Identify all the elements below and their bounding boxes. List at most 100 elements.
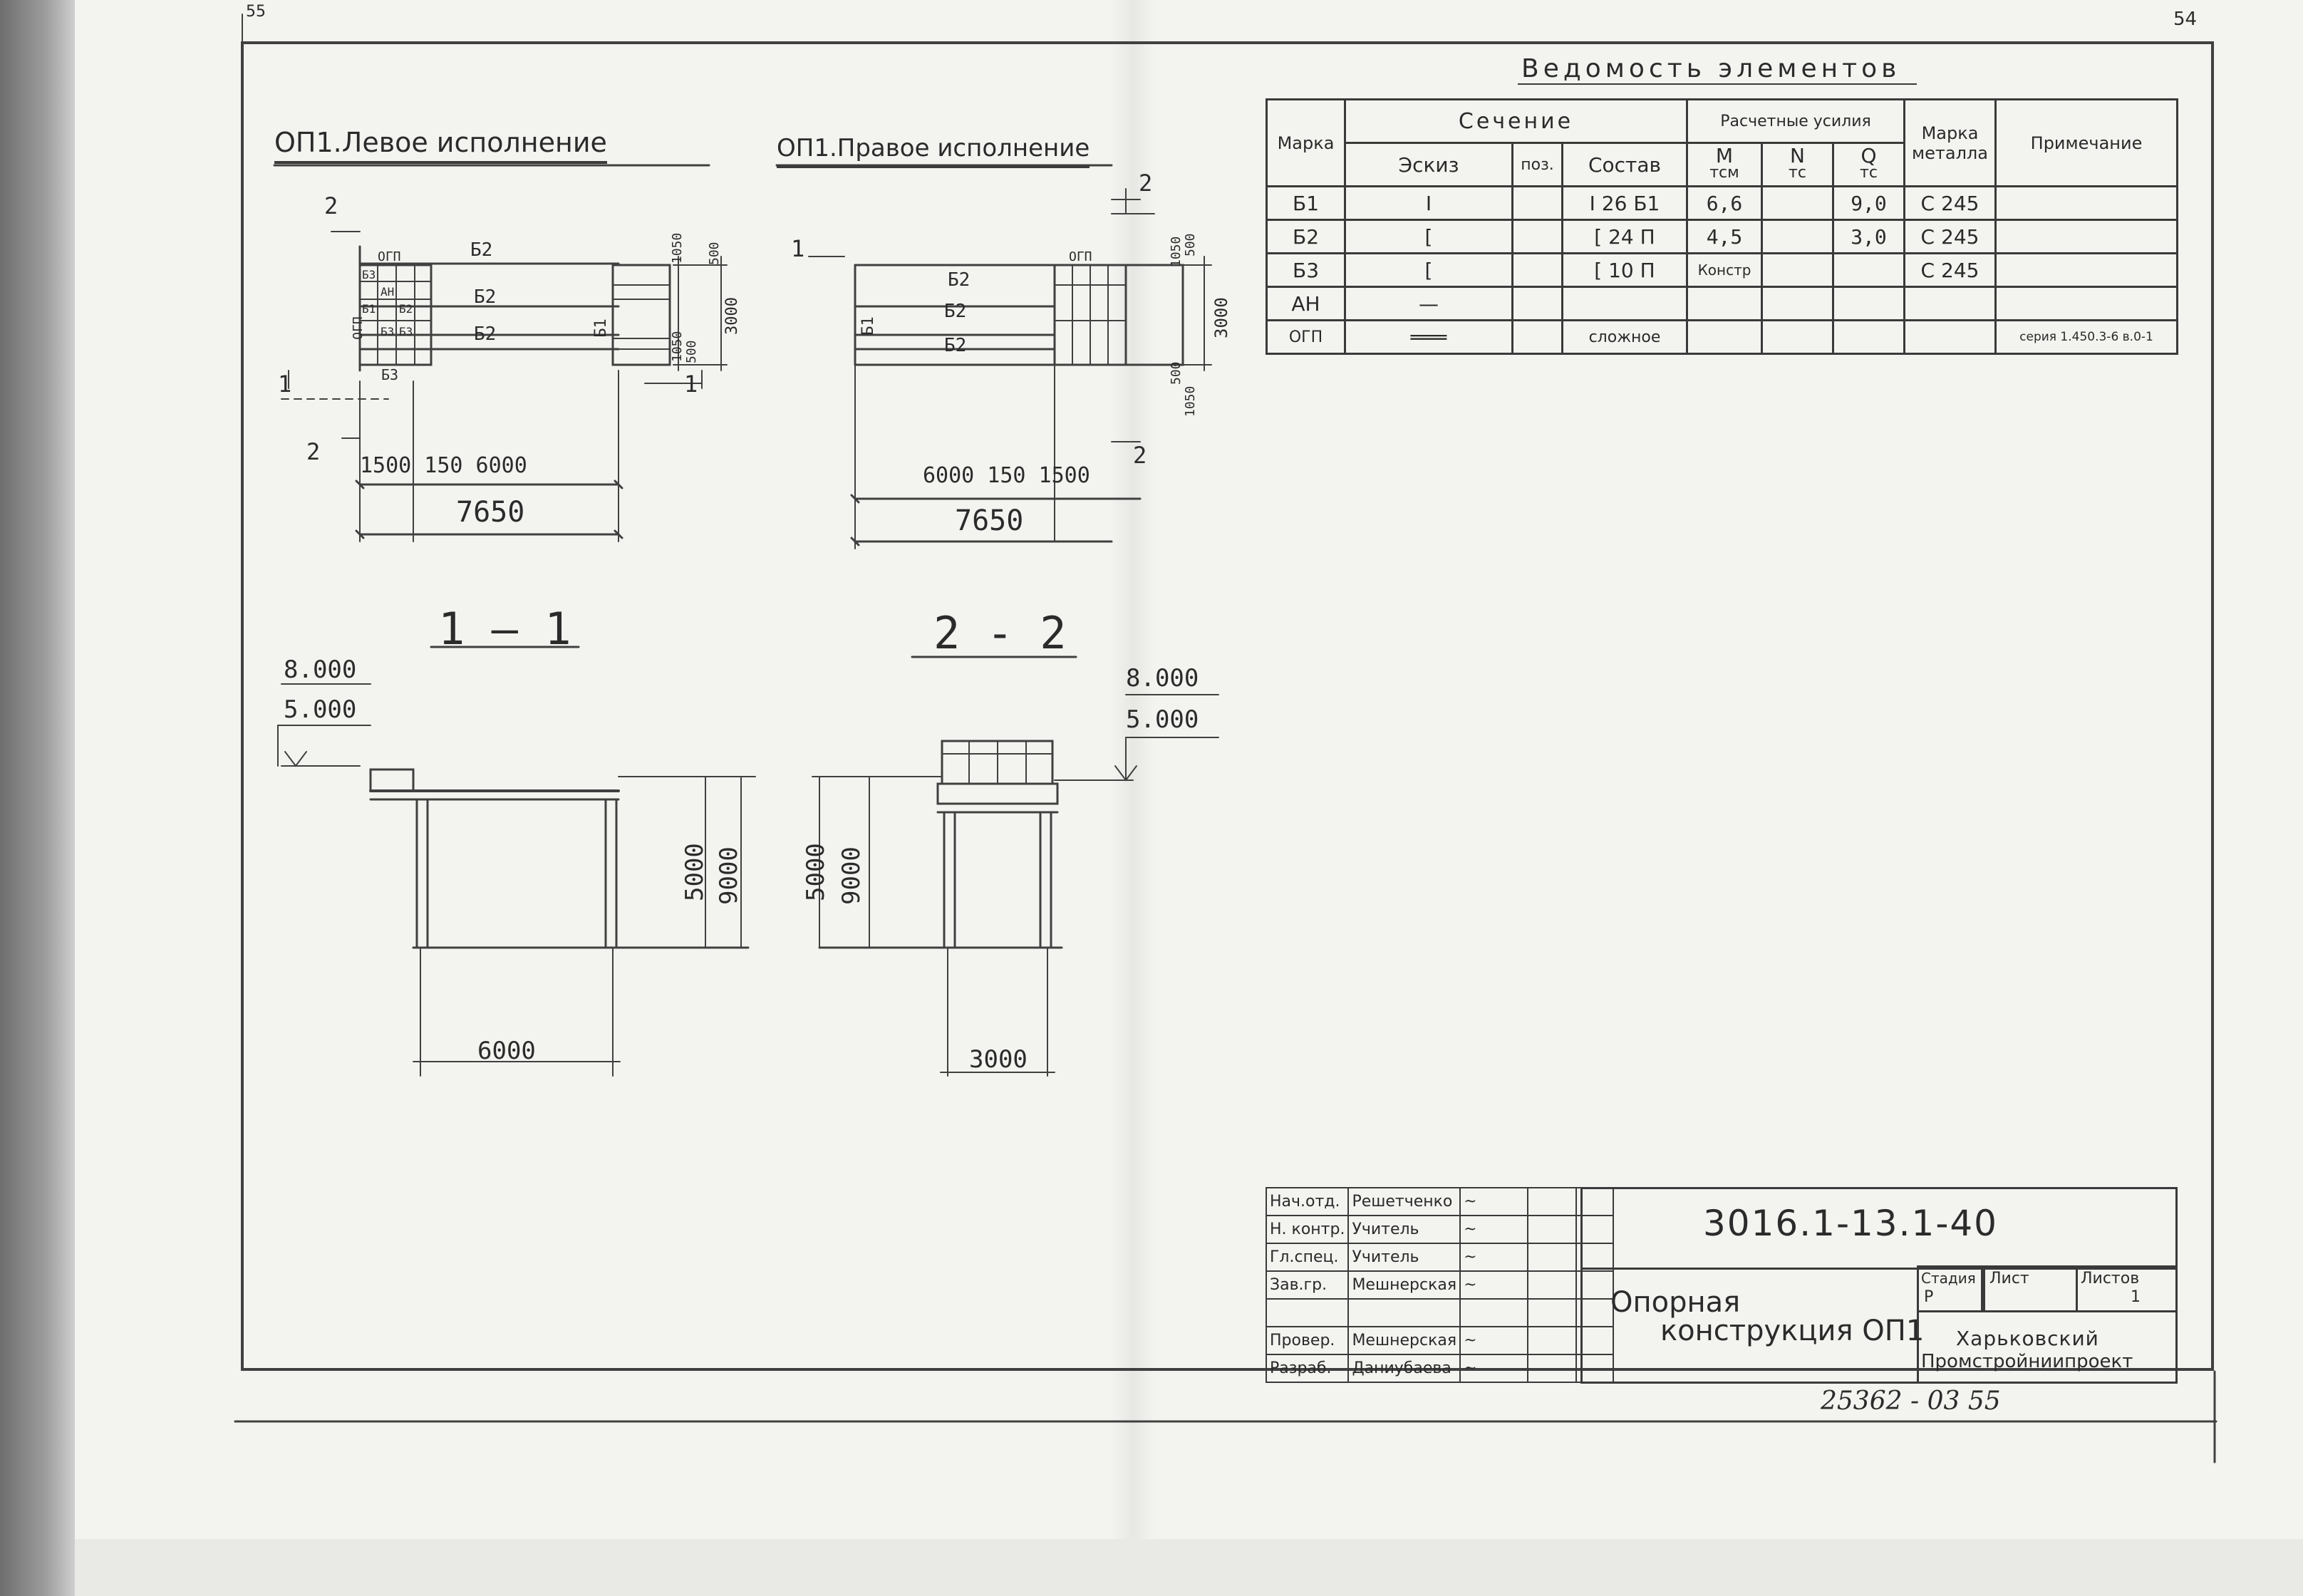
left-cut-1-right: 1 (684, 370, 698, 398)
cell-poz (1511, 185, 1563, 221)
signature: ~ (1459, 1187, 1529, 1216)
sign-role: Зав.гр. (1265, 1270, 1350, 1300)
right-b2-bot: Б2 (944, 335, 967, 356)
org-name-2: Промстройниипроект (1921, 1351, 2133, 1372)
left-dim-r3: 500 (684, 340, 699, 363)
table-row: Б1 I I 26 Б1 6,6 9,0 С 245 (1266, 185, 2178, 221)
s22-dim-3000: 3000 (969, 1045, 1028, 1074)
header-m-symbol: M (1715, 144, 1734, 167)
sign-role (1265, 1298, 1350, 1327)
left-dim-bottom: 1500 150 6000 (360, 453, 527, 478)
object-name-2: конструкция ОП1 (1660, 1315, 1925, 1347)
cell-q (1832, 252, 1905, 288)
cell-q: 9,0 (1832, 185, 1905, 221)
left-cut-2-bottom: 2 (306, 438, 321, 465)
section-1-1-lines (277, 646, 756, 1077)
signature: ~ (1459, 1215, 1529, 1244)
cell-m: 6,6 (1686, 185, 1763, 221)
signature-table: Нач.отд.Решетченко~ Н. контр.Учитель~ Гл… (1265, 1187, 1615, 1383)
cell-eskiz: — (1344, 286, 1513, 321)
left-b2-bot: Б2 (474, 323, 497, 345)
sign-name (1347, 1298, 1461, 1327)
sign-role: Нач.отд. (1265, 1187, 1350, 1216)
signature-row: Разраб.Даниубаева~ (1265, 1354, 1615, 1383)
cell-q: 3,0 (1832, 219, 1905, 254)
signature: ~ (1459, 1326, 1529, 1355)
left-cell-4: Б3 (381, 325, 395, 338)
left-cell-5: Б3 (399, 325, 413, 338)
sign-date (1527, 1187, 1578, 1216)
header-marka: Марка (1266, 98, 1346, 187)
doc-number: 3016.1-13.1-40 (1703, 1203, 1998, 1244)
left-dim-r2: 3000 (723, 297, 741, 335)
cell-sostav: I 26 Б1 (1561, 185, 1688, 221)
right-cut-1: 1 (791, 235, 805, 262)
cell-m (1686, 286, 1763, 321)
sign-name: Решетченко (1347, 1187, 1461, 1216)
s22-dim-9000: 9000 (837, 846, 866, 905)
table-row: ОГП ═══ сложное серия 1.450.3-6 в.0-1 (1266, 319, 2178, 355)
signature-row: Зав.гр.Мешнерская~ (1265, 1270, 1615, 1300)
right-dim-bottom: 6000 150 1500 (923, 463, 1090, 488)
sign-name: Даниубаева (1347, 1354, 1461, 1383)
left-b2-top: Б2 (470, 239, 493, 261)
left-cut-2-top: 2 (324, 192, 338, 219)
cell-m (1686, 319, 1763, 355)
right-view-title: ОП1.Правое исполнение (777, 134, 1090, 168)
header-sostav: Состав (1561, 142, 1688, 187)
s22-dim-5000: 5000 (802, 843, 830, 901)
left-cell-1: АН (381, 285, 395, 299)
sign-date (1527, 1270, 1578, 1300)
cell-m: Констр (1686, 252, 1763, 288)
sign-role: Гл.спец. (1265, 1243, 1350, 1272)
sign-date (1527, 1326, 1578, 1355)
left-cell-2: Б1 (362, 302, 376, 316)
cell-metal: С 245 (1903, 252, 1997, 288)
header-sechenie: Сечение (1344, 98, 1688, 144)
s11-dim-9000: 9000 (715, 846, 743, 905)
table-row: Б2 [ [ 24 П 4,5 3,0 С 245 (1266, 219, 2178, 254)
sign-role: Провер. (1265, 1326, 1350, 1355)
object-name-1: Опорная (1610, 1286, 1741, 1319)
cell-n (1761, 286, 1834, 321)
cell-note: серия 1.450.3-6 в.0-1 (1994, 319, 2178, 355)
header-usiliya: Расчетные усилия (1686, 98, 1905, 144)
cell-marka: ОГП (1266, 319, 1346, 355)
left-dim-total: 7650 (456, 496, 525, 529)
cell-marka: АН (1266, 286, 1346, 321)
signature-row: Нач.отд.Решетченко~ (1265, 1187, 1615, 1216)
left-dim-r1: 500 (707, 242, 722, 265)
signature: ~ (1459, 1243, 1529, 1272)
listov-value: 1 (2131, 1288, 2141, 1306)
right-dim-r0: 1050 (1169, 236, 1184, 267)
section-2-2-title: 2 - 2 (933, 607, 1067, 659)
cell-n (1761, 319, 1834, 355)
left-view-title: ОП1.Левое исполнение (274, 127, 607, 164)
signature: ~ (1459, 1354, 1529, 1383)
doc-number-box (1580, 1187, 2178, 1270)
sign-date (1527, 1243, 1578, 1272)
left-b3: Б3 (381, 366, 399, 383)
left-ogp-label: ОГП (378, 249, 401, 264)
cell-metal (1903, 286, 1997, 321)
cell-metal: С 245 (1903, 185, 1997, 221)
s22-elev-top: 8.000 (1126, 664, 1199, 693)
sign-name: Учитель (1347, 1215, 1461, 1244)
sheet-mark-left: 55 (246, 3, 266, 21)
list-label: Лист (1989, 1270, 2029, 1287)
stadiya-label: Стадия (1921, 1270, 1976, 1287)
cell-poz (1511, 319, 1563, 355)
left-b2-mid: Б2 (474, 286, 497, 308)
header-marka-metalla: Марка металла (1903, 98, 1997, 187)
signature-row: Провер.Мешнерская~ (1265, 1326, 1615, 1355)
right-dim-total: 7650 (955, 504, 1024, 537)
right-b2-mid: Б2 (944, 301, 967, 322)
sign-name: Мешнерская (1347, 1326, 1461, 1355)
cell-q (1832, 286, 1905, 321)
right-cut-2-top: 2 (1139, 170, 1153, 197)
cell-sostav: сложное (1561, 319, 1688, 355)
cell-sostav: [ 10 П (1561, 252, 1688, 288)
sign-date (1527, 1298, 1578, 1327)
cell-note (1994, 286, 2178, 321)
left-ogp-side: ОГП (350, 316, 366, 340)
